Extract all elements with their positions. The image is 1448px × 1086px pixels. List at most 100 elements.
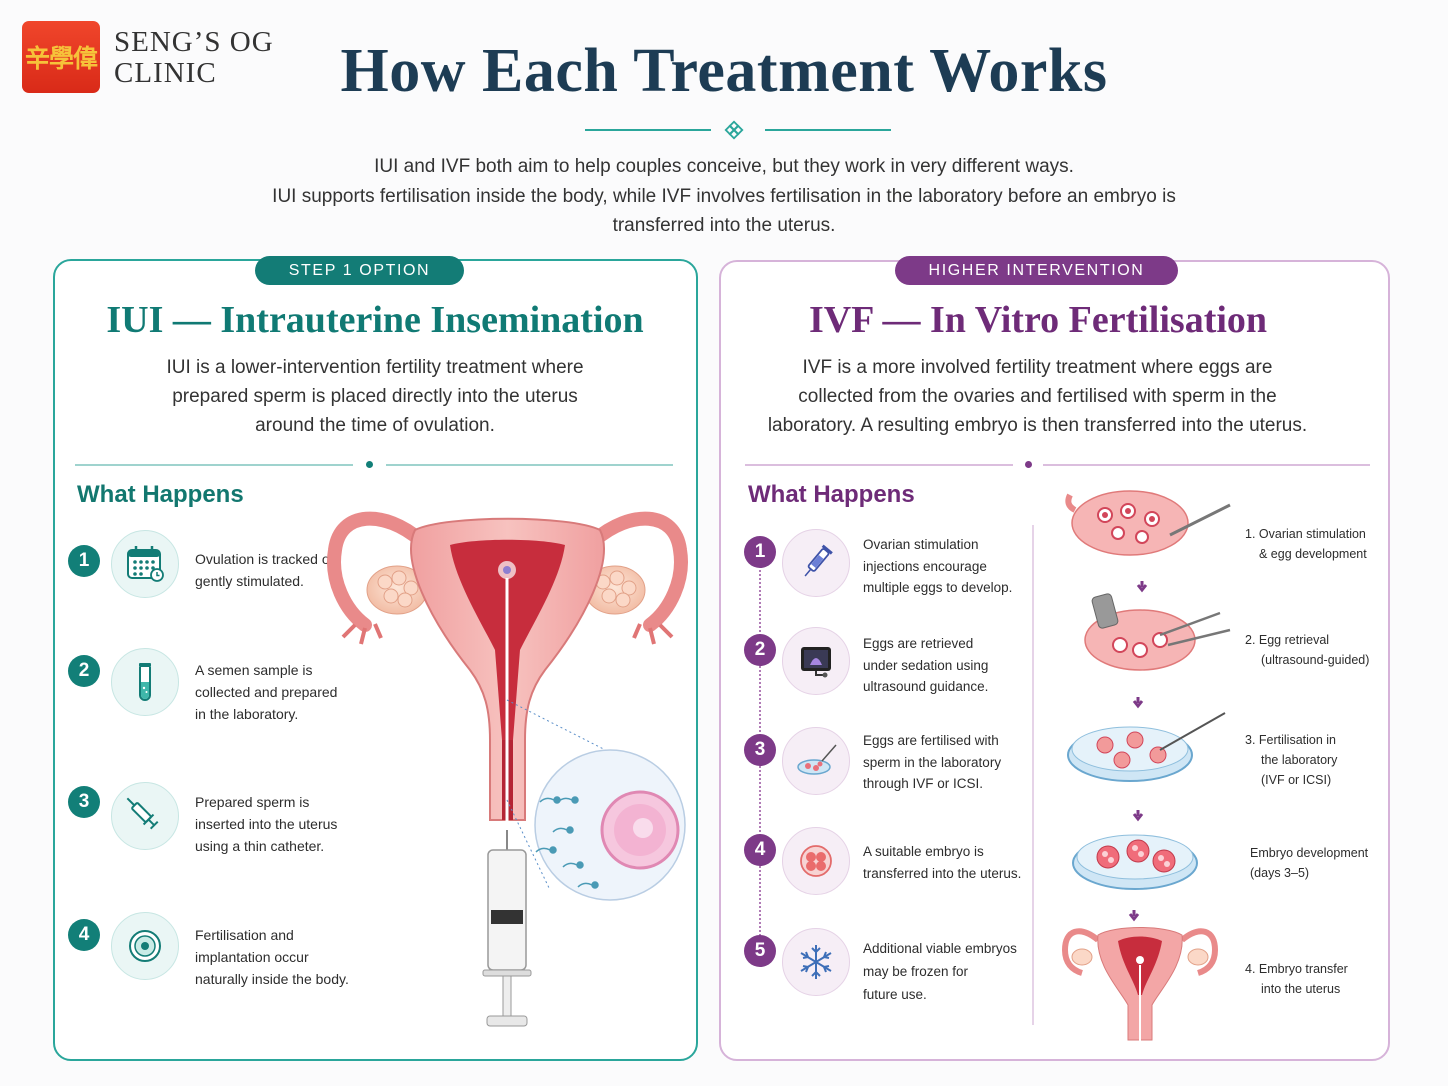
title-divider [585,120,891,140]
step-line: in the laboratory. [195,706,299,722]
snowflake-icon [782,928,850,996]
step-line: may be frozen for [863,964,969,979]
ultrasound-monitor-icon [782,627,850,695]
intro-line: IUI supports fertilisation inside the bo… [272,185,1176,207]
page-title: How Each Treatment Works [340,37,1108,105]
step-line: transferred into the uterus. [863,865,1022,881]
calendar-icon [111,530,179,598]
iui-what-happens-heading: What Happens [77,481,244,508]
step-line: using a thin catheter. [195,838,325,854]
iui-step-number: 4 [68,919,100,951]
ivf-step-text: Eggs are retrieved under sedation using … [863,633,988,698]
iui-step-text: Fertilisation and implantation occur nat… [195,924,349,990]
caption-line: 2. Egg retrieval [1245,633,1330,647]
caption-line: the laboratory [1261,753,1338,767]
desc-line: IVF is a more involved fertility treatme… [802,357,1273,378]
ivf-process-caption: Embryo development (days 3–5) [1250,843,1368,883]
caption-line: Embryo development [1250,846,1369,860]
ivf-badge: HIGHER INTERVENTION [895,256,1178,285]
caption-line: 3. Fertilisation in [1245,733,1337,747]
syringe-icon [111,782,179,850]
step-line: future use. [863,987,927,1002]
step-line: Ovarian stimulation [863,537,979,552]
intro-line: IUI and IVF both aim to help couples con… [374,156,1074,177]
ivf-step-number: 1 [744,536,776,568]
iui-divider-right [386,464,673,466]
egg-cell-icon [111,912,179,980]
ivf-process-caption: 4. Embryo transfer into the uterus [1245,959,1348,999]
step-line: gently stimulated. [195,573,304,589]
ivf-divider-dot [1025,461,1032,468]
caption-line: (IVF or ICSI) [1261,773,1332,787]
iui-step-text: Ovulation is tracked or gently stimulate… [195,548,334,592]
ivf-title: IVF — In Vitro Fertilisation [808,299,1268,341]
iui-badge: STEP 1 OPTION [255,256,464,285]
embryo-icon [782,827,850,895]
step-line: multiple eggs to develop. [863,580,1013,595]
caption-line: (days 3–5) [1250,866,1310,880]
caption-line: into the uterus [1261,982,1341,996]
ivf-description: IVF is a more involved fertility treatme… [765,353,1310,440]
ivf-step-text: Additional viable embryos may be frozen … [863,937,1017,1006]
step-line: A semen sample is [195,662,313,678]
step-line: Ovulation is tracked or [195,551,335,567]
caption-line: 1. Ovarian stimulation [1245,527,1366,541]
clinic-name: SENG’S OG CLINIC [114,27,314,89]
ivf-process-caption: 3. Fertilisation in the laboratory (IVF … [1245,730,1337,790]
step-line: inserted into the uterus [195,816,338,832]
intro-line: transferred into the uterus. [612,215,836,236]
ivf-step-number: 2 [744,634,776,666]
ivf-what-happens-heading: What Happens [748,481,915,508]
caption-line: 4. Embryo transfer [1245,962,1348,976]
iui-step-text: Prepared sperm is inserted into the uter… [195,791,337,857]
ivf-step-text: Ovarian stimulation injections encourage… [863,534,1012,599]
ivf-step-text: A suitable embryo is transferred into th… [863,841,1021,884]
ivf-divider-right [1043,464,1370,466]
iui-step-number: 1 [68,545,100,577]
intro-text: IUI and IVF both aim to help couples con… [250,152,1198,241]
uterus-illustration [327,511,688,1027]
ivf-column-divider [1032,525,1034,1025]
step-line: under sedation using [863,657,989,673]
logo-chars: 辛學偉 [24,44,98,73]
injection-pen-icon [782,529,850,597]
caption-line: (ultrasound-guided) [1261,653,1370,667]
iui-step-number: 3 [68,786,100,818]
iui-step-text: A semen sample is collected and prepared… [195,659,337,725]
step-line: Eggs are fertilised with [863,733,999,748]
step-line: Prepared sperm is [195,794,310,810]
desc-line: IUI is a lower-intervention fertility tr… [166,357,584,378]
step-line: A suitable embryo is [863,844,984,859]
ivf-step-text: Eggs are fertilised with sperm in the la… [863,730,1001,795]
ivf-process-caption: 1. Ovarian stimulation & egg development [1245,524,1367,564]
ivf-step-number: 5 [744,935,776,967]
iui-title: IUI — Intrauterine Insemination [106,299,644,341]
ivf-divider-left [745,464,1013,466]
step-line: Eggs are retrieved [863,636,974,651]
test-tube-icon [111,648,179,716]
clinic-name-line1: SENG’S OG [114,26,274,58]
clinic-logo: 辛學偉 [22,21,100,93]
iui-description: IUI is a lower-intervention fertility tr… [120,353,630,440]
step-line: injections encourage [863,558,987,574]
step-line: collected and prepared [195,684,338,700]
iui-divider-left [75,464,353,466]
desc-line: around the time of ovulation. [255,415,495,436]
iui-step-number: 2 [68,655,100,687]
caption-line: & egg development [1259,547,1367,561]
step-line: Fertilisation and [195,927,294,943]
ivf-step-number: 4 [744,834,776,866]
petri-dish-icon [782,727,850,795]
step-line: naturally inside the body. [195,971,349,987]
step-line: implantation occur [195,949,309,965]
iui-divider-dot [366,461,373,468]
desc-line: prepared sperm is placed directly into t… [172,386,578,407]
ivf-step-number: 3 [744,734,776,766]
desc-line: collected from the ovaries and fertilise… [798,386,1277,407]
ivf-process-illustration [1061,490,1231,1041]
step-line: sperm in the laboratory [863,754,1002,770]
step-line: through IVF or ICSI. [863,776,984,791]
desc-line: laboratory. A resulting embryo is then t… [767,415,1308,436]
step-line: Additional viable embryos [863,941,1017,956]
ivf-process-caption: 2. Egg retrieval (ultrasound-guided) [1245,630,1369,670]
